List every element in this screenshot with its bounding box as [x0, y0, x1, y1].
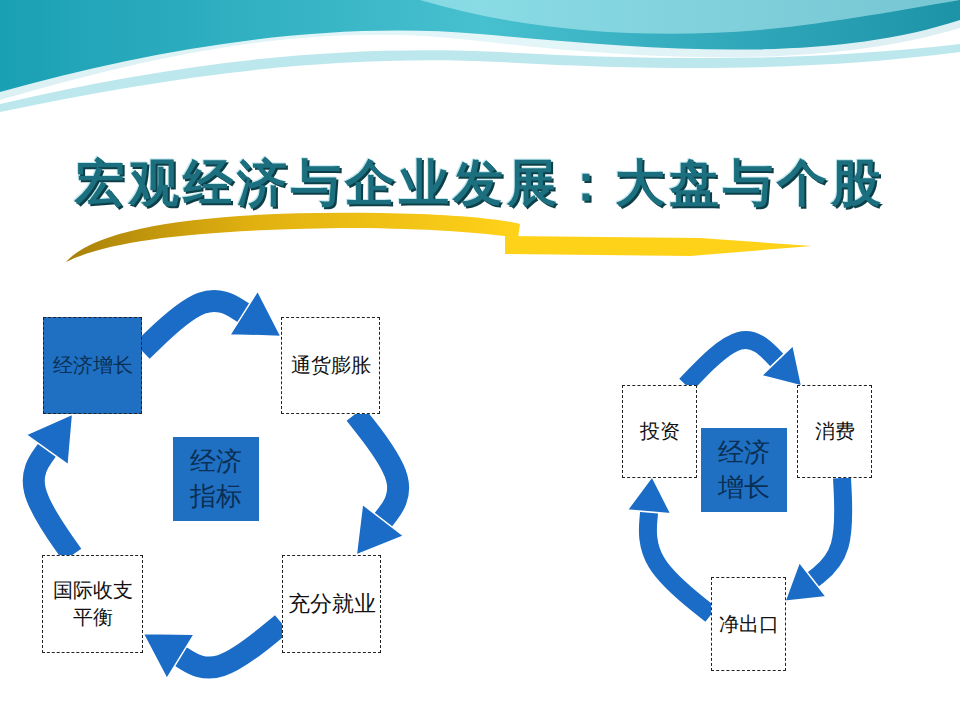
node-label: 通货膨胀: [291, 352, 371, 379]
driver-box: 消费: [797, 385, 872, 478]
node-label: 经济 增长: [705, 435, 783, 505]
goal-box: 充分就业: [282, 555, 381, 653]
goal-box: 国际收支 平衡: [42, 555, 143, 653]
goal-box: 经济增长: [43, 317, 142, 414]
node-label: 经济 指标: [177, 444, 255, 514]
cycle-arrow: [648, 512, 711, 615]
cycle-arrow: [686, 340, 777, 385]
slide-title: 宏观经济与企业发展：大盘与个股: [0, 150, 960, 217]
driver-box: 净出口: [711, 577, 786, 671]
node-label: 充分就业: [288, 589, 376, 619]
node-label: 消费: [815, 418, 855, 445]
goal-box: 通货膨胀: [281, 317, 380, 414]
cycle-arrow: [34, 450, 73, 555]
center-box: 经济 增长: [701, 428, 787, 512]
node-label: 经济增长: [53, 352, 133, 379]
center-box: 经济 指标: [173, 437, 259, 521]
node-label: 投资: [640, 418, 680, 445]
node-label: 国际收支 平衡: [47, 577, 138, 631]
gold-sweep-arrow: [66, 213, 812, 262]
cycle-arrow: [180, 624, 282, 668]
cycle-arrow: [355, 414, 398, 520]
node-label: 净出口: [719, 611, 779, 638]
header-wave: [0, 0, 960, 112]
cycle-arrow: [142, 301, 244, 351]
driver-box: 投资: [622, 385, 697, 478]
cycle-arrow: [813, 478, 843, 580]
